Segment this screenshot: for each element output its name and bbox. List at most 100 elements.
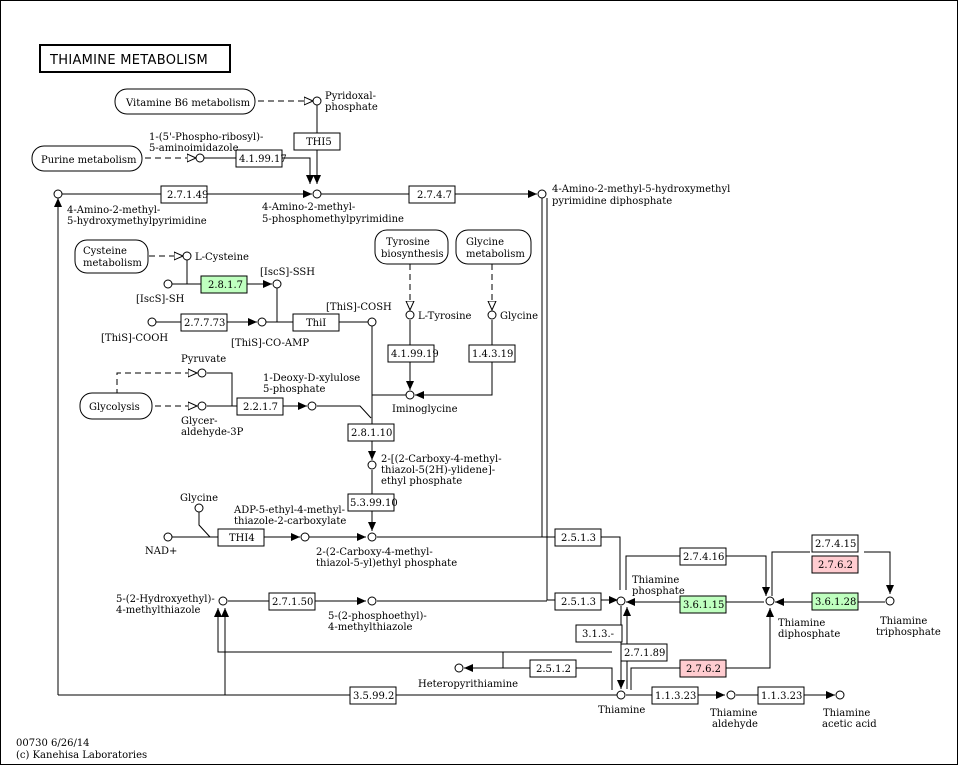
pathway-tyrosine-label-2: biosynthesis: [381, 249, 444, 260]
enzyme-2-7-7-73[interactable]: 2.7.7.73: [180, 313, 228, 332]
enzyme-2-7-6-2-b[interactable]: 2.7.6.2: [679, 659, 727, 678]
enzyme-2-7-1-49[interactable]: 2.7.1.49: [160, 185, 208, 204]
compound-this-cosh[interactable]: [367, 317, 377, 327]
enzyme-3-5-99-2[interactable]: 3.5.99.2: [349, 686, 397, 705]
label-dxp-1: 1-Deoxy-D-xylulose: [263, 373, 360, 384]
label-ttp-2: triphosphate: [876, 627, 941, 638]
enzyme-4-1-99-19[interactable]: 4.1.99.19: [387, 344, 439, 363]
compound-hmppp[interactable]: [537, 189, 547, 199]
enzyme-1-4-3-19[interactable]: 1.4.3.19: [468, 344, 516, 363]
compound-glycine[interactable]: [487, 310, 497, 320]
compound-air[interactable]: [195, 153, 205, 163]
compound-tdp[interactable]: [765, 596, 775, 606]
label-nad: NAD+: [145, 546, 177, 557]
label-pyridoxal-1: Pyridoxal-: [325, 91, 376, 102]
pathway-cysteine[interactable]: Cysteine metabolism: [74, 239, 149, 274]
enzyme-2-7-1-50[interactable]: 2.7.1.50: [268, 592, 316, 611]
compound-l-tyrosine[interactable]: [405, 310, 415, 320]
label-hmp-2: 5-hydroxymethylpyrimidine: [67, 216, 207, 227]
compound-cthz[interactable]: [367, 532, 377, 542]
compound-thiamine-acetic-acid[interactable]: [835, 690, 845, 700]
label-iscs-ssh: [IscS]-SSH: [260, 267, 315, 278]
reaction-lines: [54, 101, 894, 699]
enzyme-2-7-1-49-label: 2.7.1.49: [167, 190, 208, 201]
enzyme-thi5-label: THI5: [306, 137, 332, 148]
compound-thiamine-aldehyde[interactable]: [726, 690, 736, 700]
compound-thiamine[interactable]: [616, 690, 626, 700]
pathway-tyrosine-label-1: Tyrosine: [386, 237, 430, 248]
label-cthz-1: 2-(2-Carboxy-4-methyl-: [316, 547, 433, 558]
compound-this-cooh[interactable]: [147, 317, 157, 327]
label-this-coamp: [ThiS]-CO-AMP: [231, 338, 309, 349]
compound-pyridoxal-phosphate[interactable]: [312, 96, 322, 106]
enzyme-2-7-4-16[interactable]: 2.7.4.16: [679, 547, 727, 566]
compound-hmpp[interactable]: [312, 189, 322, 199]
enzyme-2-5-1-3-b[interactable]: 2.5.1.3: [554, 592, 602, 611]
label-thiamine-acetic-acid-2: acetic acid: [822, 719, 877, 730]
label-thz-1: 5-(2-Hydroxyethyl)-: [116, 594, 215, 605]
compound-dxp[interactable]: [307, 401, 317, 411]
compound-iscs-ssh[interactable]: [272, 279, 282, 289]
compound-thz[interactable]: [218, 596, 228, 606]
compound-adp-thz[interactable]: [300, 532, 310, 542]
compound-thzp[interactable]: [367, 596, 377, 606]
label-tmp-1: Thiamine: [632, 575, 679, 586]
enzyme-2-7-1-50-label: 2.7.1.50: [272, 597, 313, 608]
enzyme-2-7-6-2-a[interactable]: 2.7.6.2: [811, 555, 859, 574]
compound-pyruvate[interactable]: [197, 368, 207, 378]
label-cthz-2: thiazol-5-yl)ethyl phosphate: [316, 558, 457, 569]
label-this-cosh: [ThiS]-COSH: [326, 302, 392, 313]
map-title[interactable]: THIAMINE METABOLISM: [39, 44, 231, 73]
enzyme-2-7-4-15[interactable]: 2.7.4.15: [811, 534, 859, 553]
enzyme-1-1-3-23-a[interactable]: 1.1.3.23: [651, 686, 699, 705]
enzyme-4-1-99-19-label: 4.1.99.19: [391, 349, 439, 360]
label-tdp-2: diphosphate: [778, 629, 840, 640]
enzyme-thi4-label: THI4: [229, 533, 255, 544]
compound-iminoglycine[interactable]: [405, 390, 415, 400]
enzyme-1-1-3-23-b[interactable]: 1.1.3.23: [757, 686, 805, 705]
compound-glycine-2[interactable]: [194, 503, 204, 513]
compound-iscs-sh[interactable]: [163, 279, 173, 289]
compound-cthzp[interactable]: [367, 460, 377, 470]
enzyme-3-5-99-2-label: 3.5.99.2: [353, 691, 394, 702]
label-hmpp-2: 5-phosphomethylpyrimidine: [262, 214, 404, 225]
enzyme-2-7-1-89[interactable]: 2.7.1.89: [620, 643, 668, 662]
compound-heteropyrithiamine[interactable]: [454, 663, 464, 673]
compound-ttp[interactable]: [885, 596, 895, 606]
compound-hmp[interactable]: [53, 189, 63, 199]
enzyme-2-2-1-7[interactable]: 2.2.1.7: [236, 397, 284, 416]
pathway-glycine[interactable]: Glycine metabolism: [455, 229, 532, 265]
enzyme-thii[interactable]: ThiI: [292, 313, 340, 332]
enzyme-3-6-1-15[interactable]: 3.6.1.15: [679, 595, 727, 614]
enzyme-2-8-1-7[interactable]: 2.8.1.7: [200, 275, 248, 294]
label-tmp-2: phosphate: [632, 586, 685, 597]
label-thz-2: 4-methylthiazole: [116, 605, 201, 616]
pathway-glycolysis[interactable]: Glycolysis: [79, 392, 153, 420]
enzyme-thi4[interactable]: THI4: [217, 528, 265, 547]
enzyme-5-3-99-10[interactable]: 5.3.99.10: [347, 493, 398, 512]
pathway-vitamin-b6[interactable]: Vitamine B6 metabolism: [114, 88, 256, 115]
enzyme-4-1-99-17[interactable]: 4.1.99.17: [235, 149, 287, 168]
enzyme-thi5[interactable]: THI5: [293, 132, 341, 151]
compound-l-cysteine[interactable]: [182, 251, 192, 261]
pathway-cysteine-label-1: Cysteine: [83, 246, 127, 257]
compound-nad[interactable]: [163, 532, 173, 542]
enzyme-2-5-1-3-a[interactable]: 2.5.1.3: [554, 528, 602, 547]
pathway-tyrosine[interactable]: Tyrosine biosynthesis: [374, 229, 449, 265]
pathway-purine[interactable]: Purine metabolism: [31, 145, 143, 172]
label-thiamine-aldehyde-2: aldehyde: [712, 719, 758, 730]
enzyme-thii-label: ThiI: [306, 318, 326, 329]
enzyme-2-7-6-2-b-label: 2.7.6.2: [686, 664, 721, 675]
enzyme-3-1-3[interactable]: 3.1.3.-: [575, 624, 623, 643]
enzyme-3-6-1-28[interactable]: 3.6.1.28: [811, 592, 859, 611]
enzyme-2-8-1-10[interactable]: 2.8.1.10: [347, 423, 395, 442]
footer-version: 00730 6/26/14: [16, 738, 90, 749]
enzyme-2-7-4-7[interactable]: 2.7.4.7: [408, 185, 456, 204]
compound-this-co-amp[interactable]: [257, 317, 267, 327]
compound-tmp[interactable]: [616, 596, 626, 606]
label-hmppp-1: 4-Amino-2-methyl-5-hydroxymethyl: [552, 184, 730, 195]
compound-ga3p[interactable]: [197, 401, 207, 411]
enzyme-2-5-1-2[interactable]: 2.5.1.2: [529, 659, 577, 678]
